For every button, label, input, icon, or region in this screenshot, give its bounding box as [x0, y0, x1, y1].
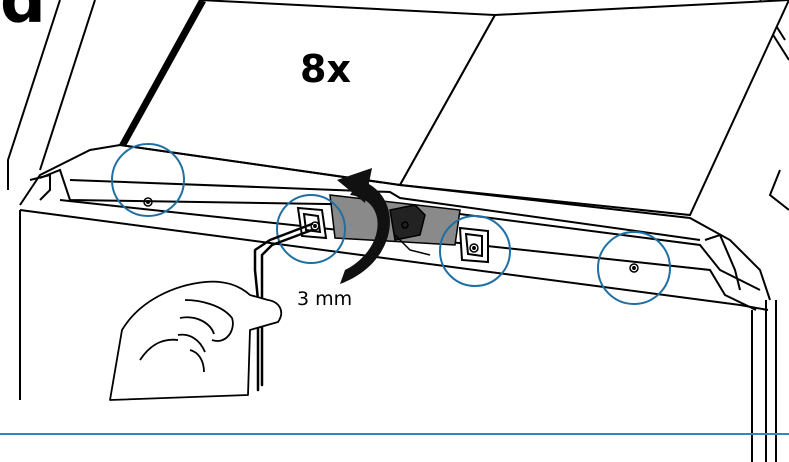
highlight-circles	[111, 143, 671, 305]
step-letter: d	[0, 0, 46, 38]
hand-icon	[109, 280, 282, 401]
clip-right	[458, 226, 489, 264]
highlight-circle	[597, 231, 671, 305]
highlight-circle	[276, 194, 346, 264]
highlight-circle	[439, 215, 511, 287]
screw-icon	[143, 197, 639, 273]
glass-panel-right	[398, 0, 789, 217]
repeat-count: 8x	[300, 47, 351, 91]
highlight-circle	[111, 143, 185, 217]
tool-size-label: 3 mm	[297, 288, 352, 310]
cabinet-left-edge	[7, 0, 96, 400]
counterclockwise-arrow-icon	[337, 168, 390, 284]
